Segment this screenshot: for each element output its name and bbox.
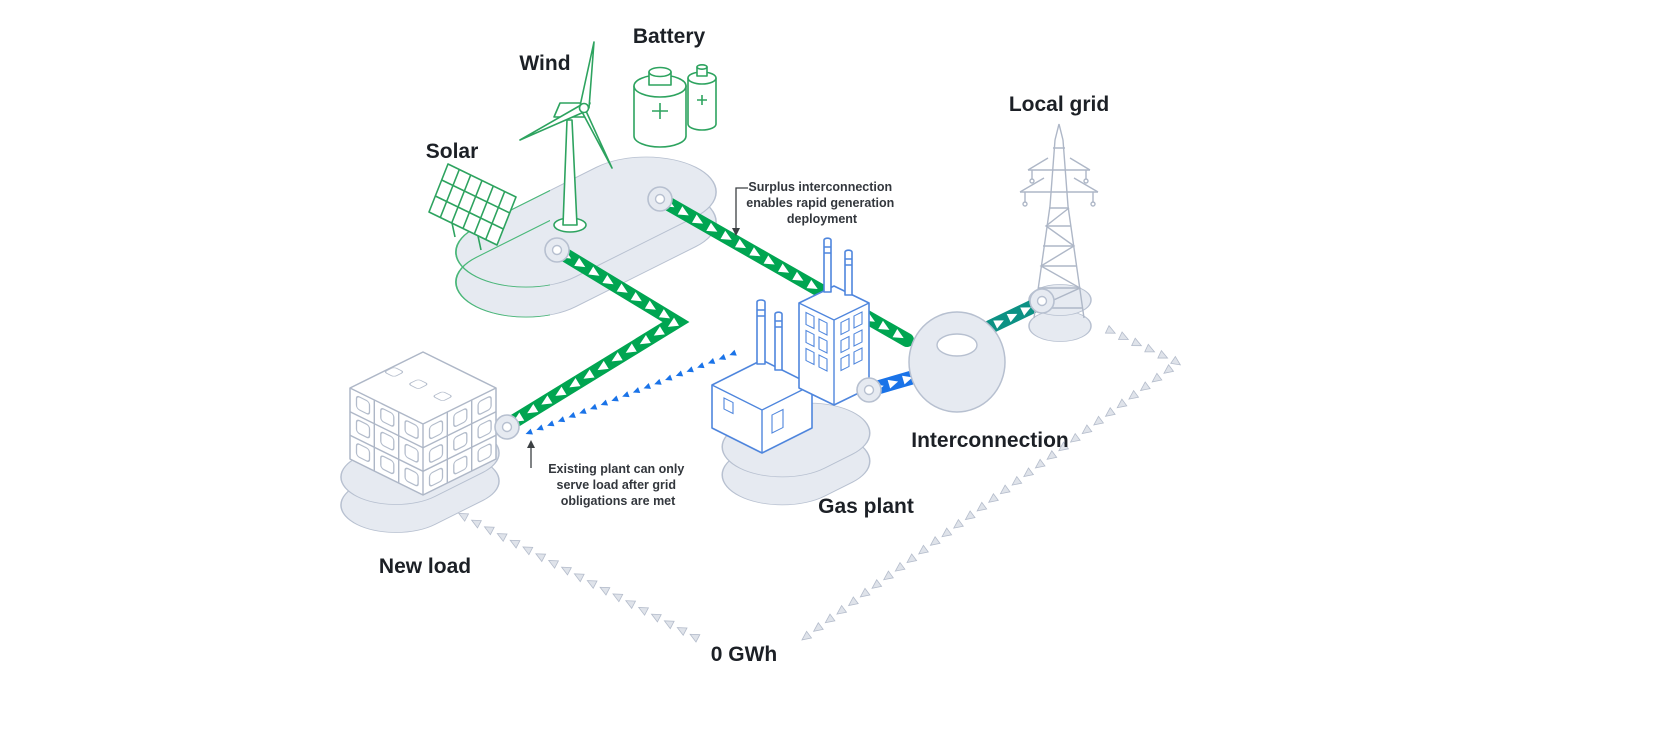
port-renewables-right — [647, 186, 673, 212]
label-new-load: New load — [379, 555, 471, 578]
port-new-load — [494, 414, 520, 440]
label-interconnection: Interconnection — [911, 429, 1069, 452]
interconnection-torus — [908, 311, 1006, 413]
label-gas-plant: Gas plant — [818, 495, 914, 518]
battery-icon — [633, 64, 717, 148]
label-wind: Wind — [519, 52, 570, 75]
annotation-existing-leader — [527, 440, 535, 468]
label-zero-gwh: 0 GWh — [711, 643, 778, 666]
solar-panel-icon — [428, 163, 517, 251]
grid-to-newload-trail-right-chevrons — [801, 324, 1182, 641]
annotation-existing-plant: Existing plant can only serve load after… — [548, 462, 688, 508]
ports — [494, 186, 1055, 440]
annotation-surplus-leader — [732, 187, 748, 236]
port-renewables-left — [544, 237, 570, 263]
grid-to-newload-trail-left-chevrons — [457, 513, 701, 643]
platform-renewables-green-cap — [455, 156, 550, 318]
platform-renewables — [455, 156, 717, 318]
flow-interconnection-to-local-grid-chevrons — [993, 307, 1031, 329]
annotation-surplus: Surplus interconnection enables rapid ge… — [746, 180, 897, 226]
label-solar: Solar — [426, 140, 479, 163]
wind-turbine-icon — [519, 41, 613, 233]
port-local-grid — [1029, 288, 1055, 314]
new-load-building — [349, 351, 497, 496]
transmission-tower-icon — [1019, 123, 1099, 319]
label-battery: Battery — [633, 25, 706, 48]
label-local-grid: Local grid — [1009, 93, 1109, 116]
port-gas-plant — [856, 377, 882, 403]
gas-door — [771, 408, 784, 434]
flow-renewables-to-new-load-chevrons — [513, 249, 679, 422]
flow-gas-to-new-load-dotted-chevrons — [525, 349, 737, 435]
new-load-logos — [355, 367, 492, 487]
gas-plant-building — [711, 237, 870, 454]
